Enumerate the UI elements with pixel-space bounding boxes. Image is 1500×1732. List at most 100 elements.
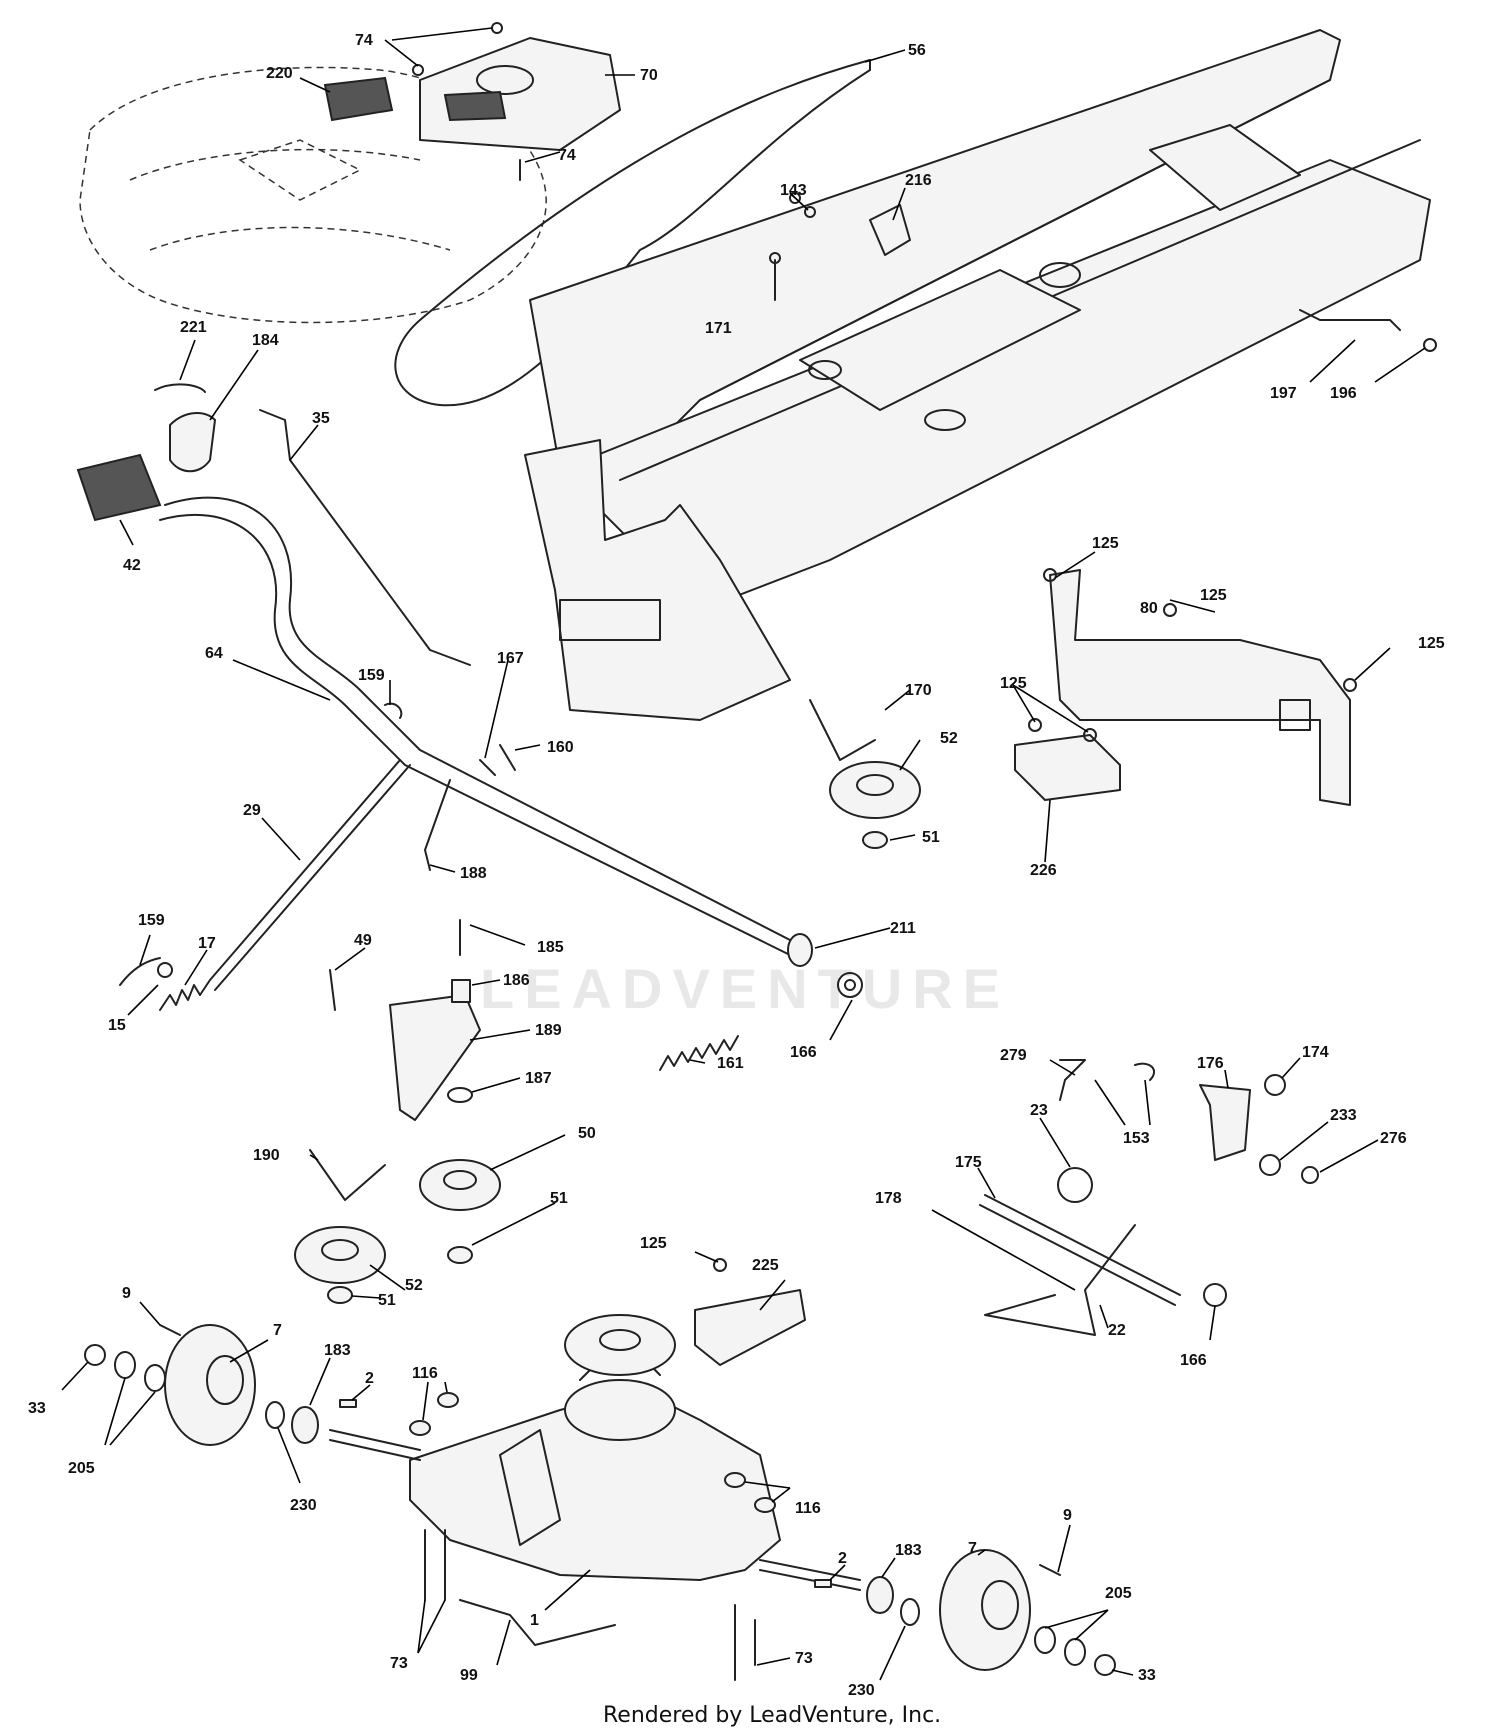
bolt-73-part: [424, 1529, 756, 1681]
bolt-9-right-part: [1039, 1564, 1061, 1576]
bolt-9-left-part: [159, 1324, 181, 1336]
callout-9-right: 9: [1063, 1507, 1072, 1524]
callout-51-lower: 51: [378, 1292, 396, 1309]
cotter-pin-159-part: [384, 702, 403, 719]
callout-125-a: 125: [1092, 535, 1119, 552]
callout-22: 22: [1108, 1322, 1126, 1339]
pedal-pad-184-part: [169, 412, 216, 473]
callout-184: 184: [252, 332, 279, 349]
callout-220: 220: [266, 65, 293, 82]
callout-33-left: 33: [28, 1400, 46, 1417]
nut-116-left-b: [437, 1392, 459, 1408]
washer-205-right-b: [1064, 1638, 1086, 1666]
rod-35-part: [259, 409, 471, 666]
hub-7-left-part: [164, 1324, 256, 1446]
hitch-bracket-part: [1049, 569, 1351, 806]
callout-7-right: 7: [968, 1540, 977, 1557]
spacer-186-part: [451, 979, 471, 1003]
callout-29: 29: [243, 802, 261, 819]
callout-230-left: 230: [290, 1497, 317, 1514]
pin-167-part: [479, 759, 496, 776]
callout-52-lower: 52: [405, 1277, 423, 1294]
callout-116-right: 116: [795, 1500, 821, 1517]
callout-80: 80: [1140, 600, 1158, 617]
callout-176: 176: [1197, 1055, 1224, 1072]
nut-51-bottom-part: [327, 1286, 353, 1304]
callout-185: 185: [537, 939, 564, 956]
callout-161: 161: [717, 1055, 744, 1072]
pulley-52-lower-part: [294, 1226, 386, 1284]
spacer-183-right-part: [866, 1576, 894, 1614]
callout-49: 49: [354, 932, 372, 949]
callout-188: 188: [460, 865, 487, 882]
key-2-left-part: [339, 1399, 357, 1408]
nut-116-right-a: [724, 1472, 746, 1488]
shaft-175-outer: [979, 1204, 1176, 1306]
leader-lines: [61, 27, 1426, 1681]
callout-35: 35: [312, 410, 330, 427]
callout-125-b: 125: [1200, 587, 1227, 604]
washer-205-right-a: [1034, 1626, 1056, 1654]
rod-279-part: [1059, 1059, 1086, 1101]
nut-51-lower-part: [447, 1246, 473, 1264]
washer-174-part: [1264, 1074, 1286, 1096]
pulley-52-upper-part: [829, 761, 921, 819]
callout-230-right: 230: [848, 1682, 875, 1699]
rod-197-part: [1299, 309, 1401, 331]
callout-2-right: 2: [838, 1550, 847, 1567]
pulley-50-part: [419, 1159, 501, 1211]
callout-160: 160: [547, 739, 574, 756]
axle-right-outer: [759, 1569, 861, 1591]
callout-233: 233: [1330, 1107, 1357, 1124]
frame-front-bracket-part: [524, 439, 791, 721]
callout-178: 178: [875, 1190, 902, 1207]
cotter-pin-159b-part: [119, 957, 161, 986]
callout-51-upper: 51: [922, 829, 940, 846]
brake-arm-22-part: [984, 1224, 1136, 1336]
watermark-text: LEADVENTURE: [480, 957, 1010, 1020]
callout-9-left: 9: [122, 1285, 131, 1302]
bolt-49-part: [329, 969, 336, 1011]
callout-167: 167: [497, 650, 524, 667]
bolt-171-head: [769, 252, 781, 264]
nut-51-upper-part: [862, 831, 888, 849]
spacer-183-left-part: [291, 1406, 319, 1444]
callout-174: 174: [1302, 1044, 1329, 1061]
callout-74-bottom: 74: [558, 147, 576, 164]
footer-credit: Rendered by LeadVenture, Inc.: [603, 1703, 941, 1728]
fan-part: [564, 1314, 676, 1376]
callout-175: 175: [955, 1154, 982, 1171]
callout-23: 23: [1030, 1102, 1048, 1119]
callout-56: 56: [908, 42, 926, 59]
clip-33-right-part: [1094, 1654, 1116, 1676]
axle-left-outer: [329, 1439, 421, 1461]
callout-50: 50: [578, 1125, 596, 1142]
spring-170-part: [809, 699, 876, 761]
callout-125-e: 125: [640, 1235, 667, 1252]
pin-160-part: [499, 744, 516, 771]
callout-99: 99: [460, 1667, 478, 1684]
callout-279: 279: [1000, 1047, 1027, 1064]
screw-143-part: [789, 192, 801, 204]
washer-230-left-part: [265, 1401, 285, 1429]
callout-221: 221: [180, 319, 207, 336]
spring-190-part: [309, 1149, 386, 1201]
callout-189: 189: [535, 1022, 562, 1039]
callout-labels: 74 220 70 74 56 143 216 171 197 196 221 …: [28, 32, 1445, 1699]
rod-29-part: [199, 759, 401, 996]
callout-166-upper: 166: [790, 1044, 817, 1061]
callout-183-right: 183: [895, 1542, 922, 1559]
bushing-211-part: [787, 933, 813, 967]
spring-161-part: [659, 1035, 739, 1071]
callout-205-left: 205: [68, 1460, 95, 1477]
washer-230-right-part: [900, 1598, 920, 1626]
callout-1: 1: [530, 1612, 539, 1629]
washer-15-part: [157, 962, 173, 978]
washer-166-hole: [844, 979, 856, 991]
callout-52-upper: 52: [940, 730, 958, 747]
callout-186: 186: [503, 972, 530, 989]
foam-pad-part: [323, 76, 394, 122]
console-cover-part: [419, 37, 621, 151]
plate-226-part: [1014, 734, 1121, 801]
